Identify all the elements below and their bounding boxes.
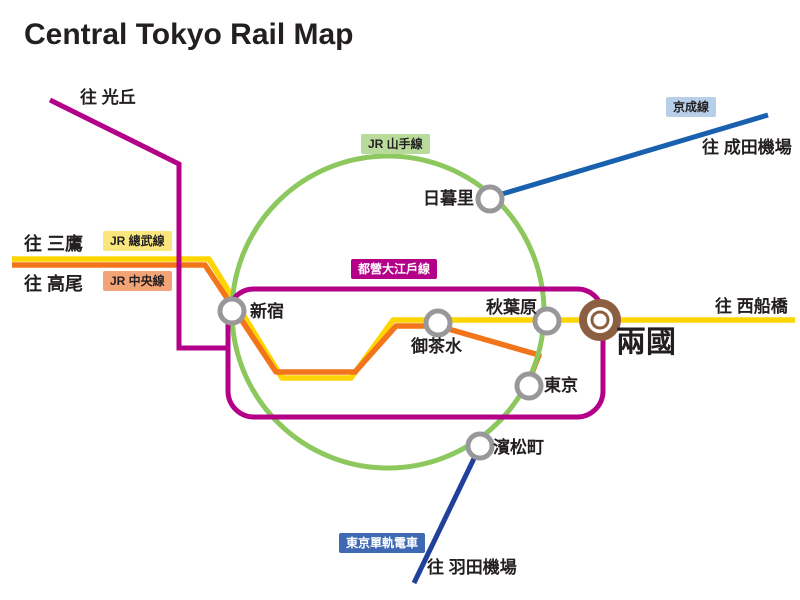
terminus-label-haneda-airport: 往 羽田機場 bbox=[427, 558, 517, 577]
terminus-label-mitaka: 往 三鷹 bbox=[24, 234, 84, 254]
ryogoku-marker-inner-ring bbox=[590, 310, 610, 330]
station-label-hamamatsucho: 濱松町 bbox=[493, 438, 544, 457]
oedo-loop-line bbox=[225, 286, 606, 420]
terminus-label-takao: 往 高尾 bbox=[24, 274, 84, 294]
chuo-line bbox=[12, 262, 542, 382]
line-badge-yamanote: JR 山手線 bbox=[361, 134, 430, 154]
station-label-akihabara: 秋葉原 bbox=[486, 298, 537, 317]
terminus-label-nishifunabashi: 往 西船橋 bbox=[715, 297, 788, 316]
line-badge-chuo: JR 中央線 bbox=[103, 271, 172, 291]
line-badge-monorail: 東京單軌電車 bbox=[339, 533, 426, 553]
station-marker-hamamatsucho bbox=[465, 431, 495, 461]
station-label-tokyo: 東京 bbox=[544, 376, 578, 395]
terminus-label-narita-airport: 往 成田機場 bbox=[702, 138, 792, 157]
monorail-line bbox=[411, 444, 483, 585]
station-label-ryogoku: 兩國 bbox=[616, 326, 676, 359]
line-badge-keisei: 京成線 bbox=[666, 97, 717, 117]
terminus-label-hikarigaoka: 往 光丘 bbox=[80, 88, 136, 107]
oedo-branch-line bbox=[48, 97, 228, 351]
line-badge-oedo: 都營大江戶線 bbox=[351, 259, 438, 279]
keisei-line bbox=[491, 112, 769, 200]
page-title: Central Tokyo Rail Map bbox=[24, 18, 354, 51]
sobu-line bbox=[12, 256, 795, 381]
station-marker-shinjuku bbox=[217, 296, 247, 326]
station-marker-akihabara bbox=[532, 306, 562, 336]
station-label-ochanomizu: 御茶水 bbox=[411, 337, 462, 356]
station-label-nippori: 日暮里 bbox=[423, 189, 474, 208]
station-marker-nippori bbox=[475, 184, 505, 214]
station-label-shinjuku: 新宿 bbox=[250, 302, 284, 321]
line-badge-sobu: JR 總武線 bbox=[103, 231, 172, 251]
station-marker-ochanomizu bbox=[423, 308, 453, 338]
station-marker-tokyo bbox=[514, 371, 544, 401]
